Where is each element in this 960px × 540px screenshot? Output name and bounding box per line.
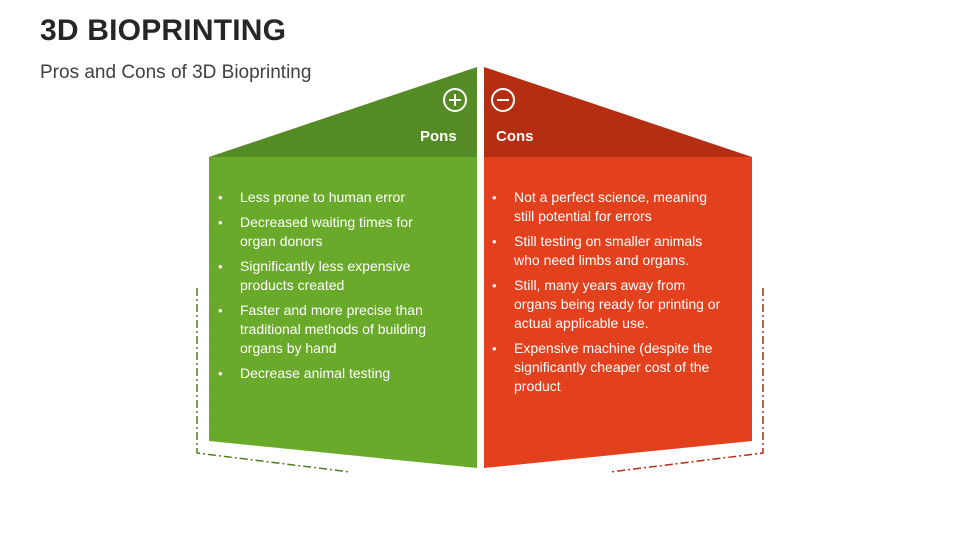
minus-circle-icon [491, 88, 515, 112]
pros-roof [209, 67, 477, 157]
cons-list-item: Still, many years away from organs being… [492, 276, 728, 333]
cons-roof [484, 67, 752, 157]
pros-list-item: Significantly less expensive products cr… [218, 257, 428, 295]
page-subtitle: Pros and Cons of 3D Bioprinting [40, 62, 312, 83]
pros-heading: Pons [420, 128, 457, 145]
pros-list-item: Decrease animal testing [218, 364, 428, 383]
cons-list-item: Expensive machine (despite the significa… [492, 339, 728, 396]
cons-heading: Cons [496, 128, 534, 145]
decorative-dashed-lines [196, 288, 764, 473]
cons-list-item: Not a perfect science, meaning still pot… [492, 188, 728, 226]
pros-list-item: Decreased waiting times for organ donors [218, 213, 428, 251]
pros-list-item: Faster and more precise than traditional… [218, 301, 428, 358]
cons-list-item: Still testing on smaller animals who nee… [492, 232, 728, 270]
pros-list-item: Less prone to human error [218, 188, 428, 207]
pros-list: Less prone to human error Decreased wait… [218, 188, 428, 389]
page-title: 3D BIOPRINTING [40, 14, 287, 47]
plus-circle-icon [443, 88, 467, 112]
cons-list: Not a perfect science, meaning still pot… [492, 188, 728, 402]
